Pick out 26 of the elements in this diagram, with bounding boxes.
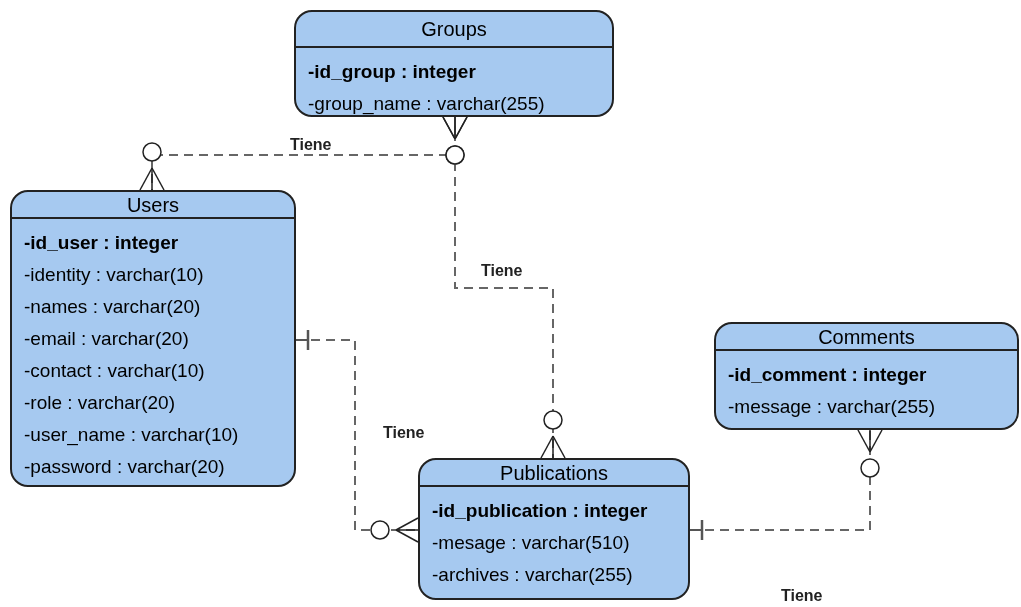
entity-name: Publications <box>500 460 608 485</box>
attribute: -archives : varchar(255) <box>432 564 633 586</box>
attribute: -password : varchar(20) <box>24 456 225 478</box>
entity-name: Users <box>126 192 180 217</box>
primary-key-attribute: -id_publication : integer <box>432 500 648 522</box>
attribute: -user_name : varchar(10) <box>24 424 239 446</box>
attribute: -email : varchar(20) <box>24 328 189 350</box>
entity-table <box>714 322 1019 430</box>
entity-name: Groups <box>421 17 487 41</box>
attribute: -role : varchar(20) <box>24 392 175 414</box>
primary-key-attribute: -id_user : integer <box>24 232 179 254</box>
entity-table <box>418 458 690 600</box>
attribute: -group_name : varchar(255) <box>308 93 545 115</box>
entity-name: Comments <box>818 324 915 349</box>
relationship-line <box>442 116 566 459</box>
primary-key-attribute: -id_group : integer <box>308 61 476 83</box>
relationship-line <box>294 328 419 543</box>
entity-table <box>294 10 614 117</box>
attribute: -names : varchar(20) <box>24 296 201 318</box>
attribute: -message : varchar(255) <box>728 396 935 418</box>
relationship-line <box>688 429 883 542</box>
primary-key-attribute: -id_comment : integer <box>728 364 927 386</box>
attribute: -mesage : varchar(510) <box>432 532 630 554</box>
attribute: -identity : varchar(10) <box>24 264 204 286</box>
entity-table <box>10 190 296 487</box>
attribute: -contact : varchar(10) <box>24 360 205 382</box>
